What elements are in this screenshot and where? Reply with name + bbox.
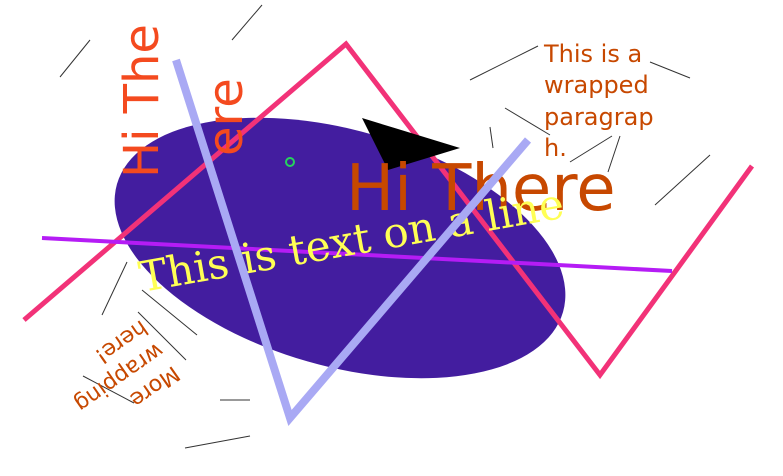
- vertical-hi-there-text-2: ere: [198, 78, 254, 156]
- big-hi-there-text: Hi There: [346, 152, 616, 226]
- vertical-hi-there-text-1: Hi The: [114, 24, 170, 178]
- wrapped-paragraph-line: wrapped: [544, 71, 649, 99]
- purple-horizontal-line: [41, 236, 673, 273]
- leader-lines: [59, 4, 711, 449]
- black-triangle: [362, 118, 460, 170]
- green-dot: [285, 157, 295, 167]
- lavender-v-line: [172, 58, 532, 427]
- more-wrapping-text: More wrapping here!: [70, 314, 184, 416]
- wrapped-paragraph: This is a wrapped paragrap h.: [543, 40, 654, 162]
- wrapped-paragraph-line: paragrap: [544, 103, 654, 131]
- wrapped-paragraph-line: This is a: [543, 40, 642, 68]
- wrapped-paragraph-line: h.: [544, 134, 567, 162]
